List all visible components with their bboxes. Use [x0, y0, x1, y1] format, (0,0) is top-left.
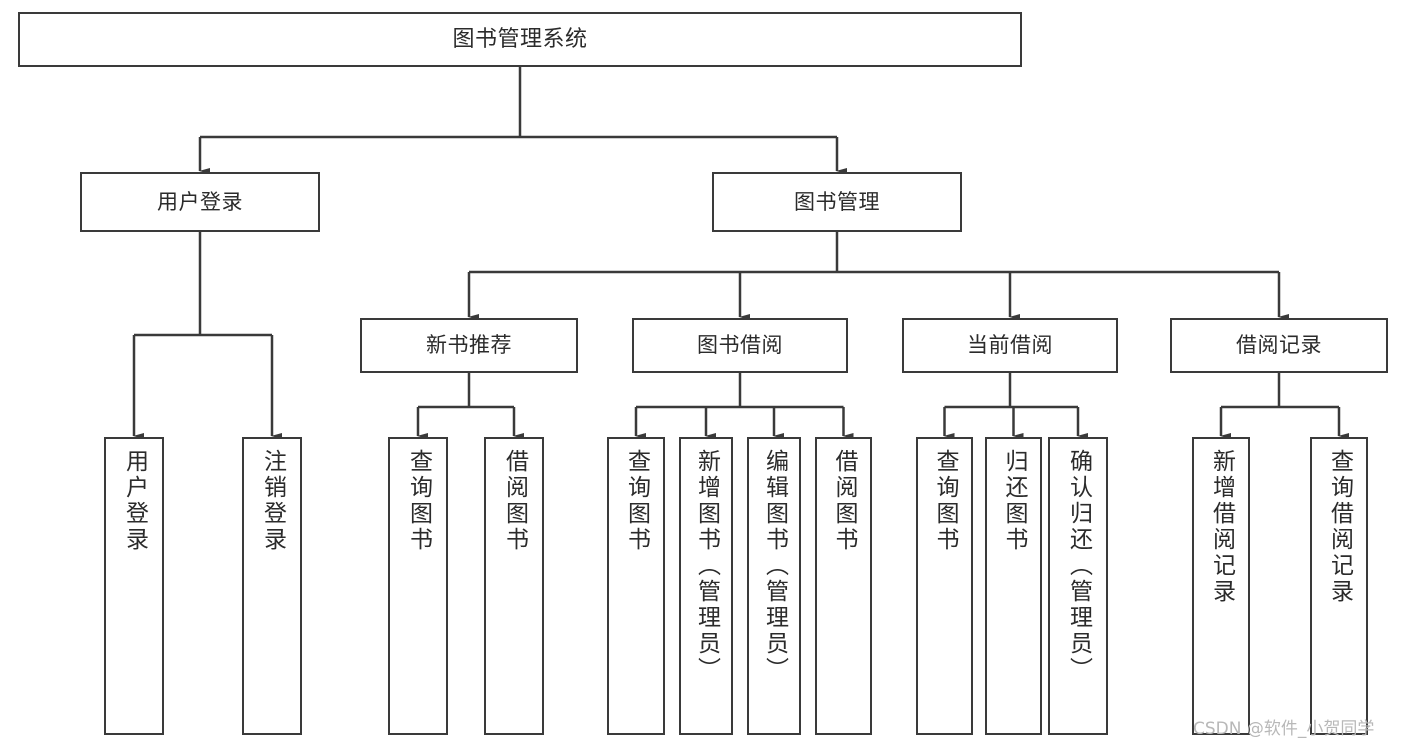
node-label: 借阅图书	[501, 449, 528, 553]
node-leaf-return-book[interactable]: 归还图书	[985, 437, 1042, 735]
node-label: 借阅记录	[1236, 333, 1322, 358]
node-leaf-edit-book[interactable]: 编辑图书（管理员）	[747, 437, 801, 735]
node-label: 编辑图书（管理员）	[761, 449, 788, 683]
node-label: 新增图书（管理员）	[693, 449, 720, 683]
node-label: 注销登录	[259, 449, 286, 553]
node-leaf-add-book[interactable]: 新增图书（管理员）	[679, 437, 733, 735]
node-label: 确认归还（管理员）	[1065, 449, 1092, 683]
node-label: 图书管理系统	[452, 26, 588, 52]
node-label: 查询借阅记录	[1326, 449, 1353, 605]
node-current-borrow[interactable]: 当前借阅	[902, 318, 1118, 373]
node-label: 借阅图书	[831, 449, 857, 553]
node-leaf-logout[interactable]: 注销登录	[242, 437, 302, 735]
node-leaf-user-login[interactable]: 用户登录	[104, 437, 164, 735]
node-label: 新书推荐	[426, 333, 512, 358]
node-leaf-query-book-1[interactable]: 查询图书	[388, 437, 448, 735]
node-label: 归还图书	[1001, 449, 1027, 553]
node-label: 用户登录	[157, 189, 243, 214]
node-leaf-borrow-book-2[interactable]: 借阅图书	[815, 437, 872, 735]
node-label: 用户登录	[121, 449, 148, 553]
node-leaf-query-book-2[interactable]: 查询图书	[607, 437, 665, 735]
node-root[interactable]: 图书管理系统	[18, 12, 1022, 67]
node-borrow-record[interactable]: 借阅记录	[1170, 318, 1388, 373]
node-leaf-add-record[interactable]: 新增借阅记录	[1192, 437, 1250, 735]
node-book-borrow[interactable]: 图书借阅	[632, 318, 848, 373]
node-new-book-rec[interactable]: 新书推荐	[360, 318, 578, 373]
node-leaf-borrow-book-1[interactable]: 借阅图书	[484, 437, 544, 735]
node-label: 图书管理	[794, 189, 880, 214]
node-leaf-query-book-3[interactable]: 查询图书	[916, 437, 973, 735]
node-user-login[interactable]: 用户登录	[80, 172, 320, 232]
node-label: 新增借阅记录	[1208, 449, 1235, 605]
node-label: 查询图书	[623, 449, 650, 553]
node-book-manage[interactable]: 图书管理	[712, 172, 962, 232]
node-label: 当前借阅	[967, 333, 1053, 358]
node-label: 图书借阅	[697, 333, 783, 358]
watermark-label: CSDN @软件_小贺同学	[1193, 719, 1375, 739]
node-leaf-confirm-return[interactable]: 确认归还（管理员）	[1048, 437, 1108, 735]
node-label: 查询图书	[932, 449, 958, 553]
node-leaf-query-record[interactable]: 查询借阅记录	[1310, 437, 1368, 735]
node-label: 查询图书	[405, 449, 432, 553]
